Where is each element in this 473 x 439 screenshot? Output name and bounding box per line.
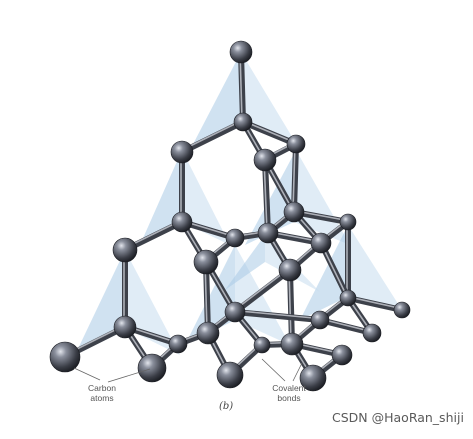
carbon-atom bbox=[310, 232, 332, 254]
carbon-atom bbox=[112, 237, 138, 263]
carbon-atom bbox=[113, 315, 137, 339]
carbon-atom bbox=[170, 140, 194, 164]
carbon-atoms-label: Carbon atoms bbox=[82, 383, 122, 403]
carbon-label-line2: atoms bbox=[90, 393, 114, 403]
carbon-atom bbox=[168, 334, 188, 354]
covalent-bond bbox=[238, 49, 246, 125]
carbon-callout-line bbox=[73, 367, 101, 381]
tetrahedron-face bbox=[140, 150, 182, 245]
atoms-layer bbox=[49, 40, 411, 392]
carbon-atom bbox=[216, 361, 244, 389]
covalent-label-line2: bonds bbox=[277, 393, 301, 403]
carbon-atom bbox=[171, 211, 193, 233]
covalent-bond bbox=[345, 295, 405, 313]
carbon-atom bbox=[137, 353, 167, 383]
covalent-bond bbox=[287, 267, 295, 347]
panel-label: (b) bbox=[219, 401, 234, 412]
carbon-atom bbox=[278, 258, 302, 282]
covalent-bond bbox=[240, 119, 299, 147]
tetrahedron-face bbox=[75, 250, 125, 355]
carbon-atom bbox=[196, 321, 220, 345]
bond-highlight bbox=[233, 267, 290, 312]
carbon-atom bbox=[253, 336, 271, 354]
covalent-bond bbox=[179, 119, 246, 155]
bond-highlight bbox=[233, 309, 320, 320]
covalent-callout-line bbox=[261, 358, 286, 382]
covalent-bond bbox=[262, 157, 271, 236]
carbon-atom bbox=[331, 344, 353, 366]
carbon-atom bbox=[233, 112, 253, 132]
callout-lines bbox=[73, 358, 303, 383]
covalent-label-line1: Covalent bbox=[272, 383, 306, 393]
carbon-atom bbox=[280, 332, 304, 356]
covalent-bonds-label: Covalent bonds bbox=[265, 383, 313, 403]
covalent-bond bbox=[291, 141, 299, 215]
tetrahedron-face bbox=[345, 225, 402, 310]
carbon-atom bbox=[299, 364, 327, 392]
carbon-atom bbox=[286, 134, 306, 154]
tetrahedron-face bbox=[182, 150, 230, 245]
carbon-callout-line bbox=[107, 368, 151, 383]
carbon-atom bbox=[193, 249, 219, 275]
carbon-atom bbox=[49, 341, 81, 373]
carbon-atom bbox=[339, 289, 357, 307]
covalent-callout-line bbox=[292, 362, 303, 382]
carbon-label-line1: Carbon bbox=[88, 383, 116, 393]
carbon-atom bbox=[257, 222, 279, 244]
carbon-atom bbox=[229, 40, 253, 64]
carbon-atom bbox=[283, 201, 305, 223]
carbon-atom bbox=[393, 301, 411, 319]
tetrahedron-face bbox=[300, 225, 348, 320]
tetrahedron-face bbox=[225, 235, 265, 290]
covalent-bond bbox=[232, 309, 323, 323]
carbon-atom bbox=[339, 213, 357, 231]
carbon-atom bbox=[225, 228, 245, 248]
covalent-bond bbox=[232, 267, 293, 315]
bond-highlight bbox=[292, 141, 296, 212]
carbon-atom bbox=[253, 148, 277, 172]
watermark-text: CSDN @HaoRan_shiji bbox=[332, 410, 464, 425]
carbon-atom bbox=[224, 301, 246, 323]
carbon-atom bbox=[362, 323, 382, 343]
carbon-atom bbox=[310, 310, 330, 330]
